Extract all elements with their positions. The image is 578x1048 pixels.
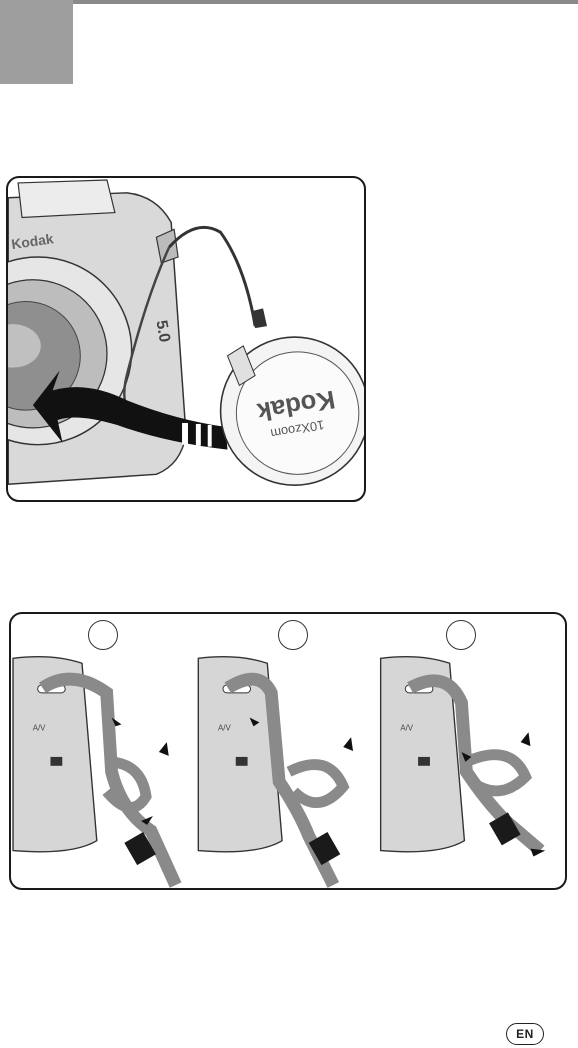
- chapter-tab: [0, 0, 73, 84]
- strap-attachment-illustration: A/V A/V A/V: [9, 612, 567, 890]
- strap-drawing: A/V A/V A/V: [11, 614, 565, 888]
- lens-cap-drawing: Kodak 5.0 Kodak 10Xzoom: [8, 178, 364, 500]
- strap-step-3-drawing: [381, 657, 546, 857]
- step-1-marker: [88, 620, 118, 650]
- strap-step-2-drawing: [198, 657, 353, 885]
- panel-label-1: A/V: [33, 723, 46, 732]
- panel-label-2: A/V: [218, 723, 231, 732]
- strap-step-1-drawing: [13, 657, 176, 885]
- step-3-marker: [446, 620, 476, 650]
- step-2-marker: [278, 620, 308, 650]
- language-badge: EN: [506, 1023, 544, 1045]
- panel-label-3: A/V: [400, 723, 413, 732]
- header-rule: [0, 0, 578, 4]
- lens-cap-illustration: Kodak 5.0 Kodak 10Xzoom: [6, 176, 366, 502]
